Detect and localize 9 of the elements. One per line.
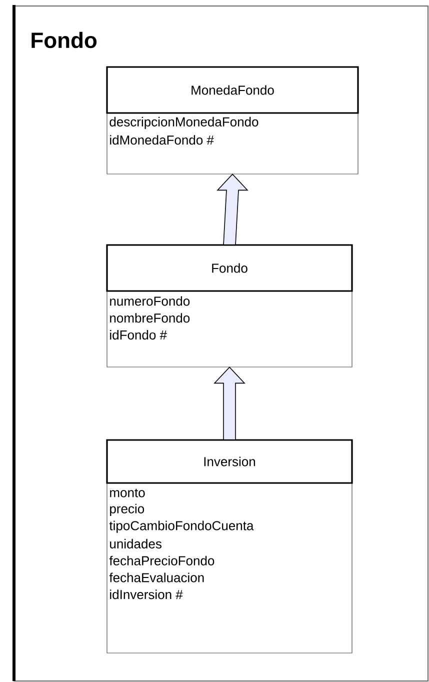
title: Fondo	[32, 32, 97, 48]
node-label: Inversion	[204, 456, 256, 466]
class-box: Inversion monto precio tipoCambioFondoCuenta unidades fechaPrecioFondo fechaEvaluacion idInversion #	[106, 439, 353, 654]
inheritance-arrow	[216, 174, 248, 246]
class-box: MonedaFondo descripcionMonedaFondo idMonedaFondo #	[106, 66, 359, 174]
class-box: Fondo numeroFondo nombreFondo idFondo #	[106, 244, 353, 368]
inheritance-arrow	[214, 366, 246, 440]
node-label: Fondo	[212, 263, 248, 273]
node-label: MonedaFondo	[192, 85, 274, 95]
